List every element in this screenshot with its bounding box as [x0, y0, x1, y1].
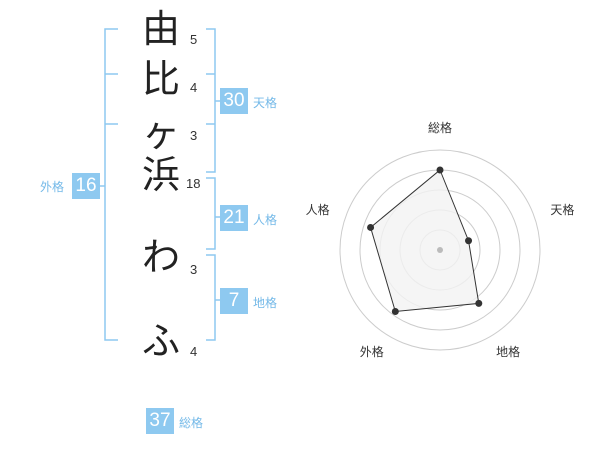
radar-chart: 総格 天格 地格 外格 人格 — [306, 120, 575, 359]
tenkaku-label: 天格 — [253, 96, 278, 110]
stroke-count-5: 3 — [190, 262, 198, 277]
name-char-1: 由 — [141, 7, 180, 51]
tenkaku-badge: 30 — [220, 88, 248, 114]
radar-point-0 — [436, 166, 444, 174]
chikaku-badge: 7 — [220, 288, 248, 314]
gaikaku-label: 外格 — [40, 180, 65, 194]
stroke-count-4: 18 — [186, 176, 201, 191]
stroke-count-1: 5 — [190, 32, 198, 47]
jinkaku-badge: 21 — [220, 205, 248, 231]
name-char-3: ヶ — [141, 111, 180, 155]
radar-axis-label-jinkaku: 人格 — [306, 202, 330, 217]
stroke-count-3: 3 — [190, 128, 198, 143]
radar-point-3 — [391, 307, 399, 315]
tenkaku-bracket — [206, 28, 216, 173]
radar-axis-label-tenkaku: 天格 — [550, 202, 574, 217]
stroke-count-6: 4 — [190, 344, 198, 359]
radar-center-dot — [437, 247, 443, 253]
radar-axis-label-gaikaku: 外格 — [360, 344, 384, 359]
soukaku-label: 総格 — [179, 416, 204, 430]
radar-point-1 — [465, 237, 473, 245]
chikaku-bracket — [206, 254, 216, 341]
gaikaku-bracket — [104, 28, 118, 341]
stroke-count-2: 4 — [190, 80, 198, 95]
jinkaku-bracket — [206, 177, 216, 250]
name-char-2: 比 — [141, 57, 180, 101]
radar-point-4 — [367, 223, 375, 231]
radar-point-2 — [475, 299, 483, 307]
name-char-4: 浜 — [141, 153, 180, 197]
jinkaku-label: 人格 — [253, 213, 278, 227]
soukaku-badge: 37 — [146, 408, 174, 434]
chikaku-label: 地格 — [253, 296, 278, 310]
name-char-6: ふ — [141, 319, 180, 363]
name-char-5: わ — [141, 235, 180, 279]
gaikaku-badge: 16 — [72, 173, 100, 199]
radar-points — [367, 166, 483, 315]
radar-axis-label-chikaku: 地格 — [496, 344, 520, 359]
radar-polygon — [370, 169, 480, 313]
radar-axis-label-soukaku: 総格 — [428, 120, 452, 135]
